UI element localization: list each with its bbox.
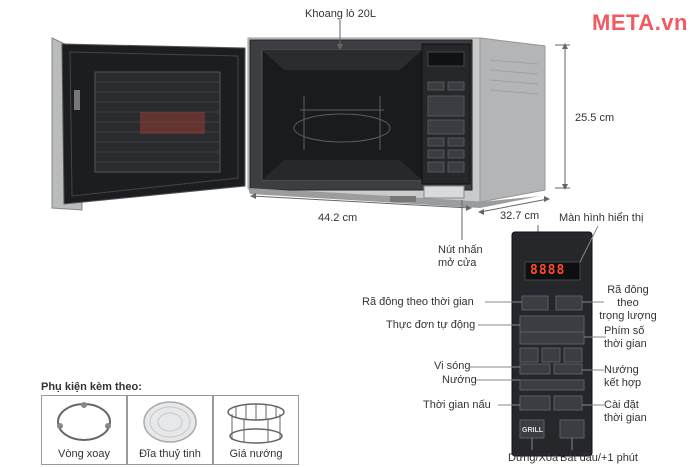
grill-rack-icon xyxy=(227,403,285,444)
display-label: Màn hình hiển thị xyxy=(559,212,644,224)
auto-menu-label: Thực đơn tự động xyxy=(386,319,476,331)
panel-display-digits: 8888 xyxy=(530,263,566,278)
width-label: 44.2 cm xyxy=(318,212,358,224)
accessory-plate: Đĩa thuỷ tinh xyxy=(127,395,213,465)
accessories-title: Phụ kiện kèm theo: xyxy=(41,381,142,393)
accessory-label: Vòng xoay xyxy=(58,448,110,460)
grill-label: Nướng xyxy=(442,374,477,386)
set-time-label: Cài đặt thời gian xyxy=(604,399,647,424)
start-label: Bắt đầu/+1 phút xyxy=(560,452,638,464)
door-release-button xyxy=(423,185,465,199)
glass-plate-icon xyxy=(143,401,197,443)
combo-grill-label: Nướng kết hợp xyxy=(604,364,642,389)
defrost-weight-label: Rã đông theo trọng lượng xyxy=(599,284,657,322)
cook-time-label: Thời gian nấu xyxy=(423,399,491,411)
accessory-rack: Giá nướng xyxy=(213,395,299,465)
door-button-label: Nút nhấn mở cửa xyxy=(438,244,483,269)
accessory-label: Đĩa thuỷ tinh xyxy=(139,448,201,460)
grill-mark: GRILL xyxy=(522,427,543,434)
oven-cavity xyxy=(261,49,423,181)
stop-clear-label: Dừng/Xóa xyxy=(508,452,559,464)
height-label: 25.5 cm xyxy=(575,112,615,124)
depth-label: 32.7 cm xyxy=(500,210,540,222)
ring-icon xyxy=(57,402,111,441)
brand-logo: META.vn xyxy=(592,10,688,35)
microwave-label: Vi sóng xyxy=(434,360,471,372)
panel-display xyxy=(524,261,581,281)
accessory-ring: Vòng xoay xyxy=(41,395,127,465)
cavity-label: Khoang lò 20L xyxy=(305,8,376,20)
defrost-time-label: Rã đông theo thời gian xyxy=(362,296,474,308)
number-keys-label: Phím số thời gian xyxy=(604,325,647,350)
accessory-label: Giá nướng xyxy=(229,448,283,460)
